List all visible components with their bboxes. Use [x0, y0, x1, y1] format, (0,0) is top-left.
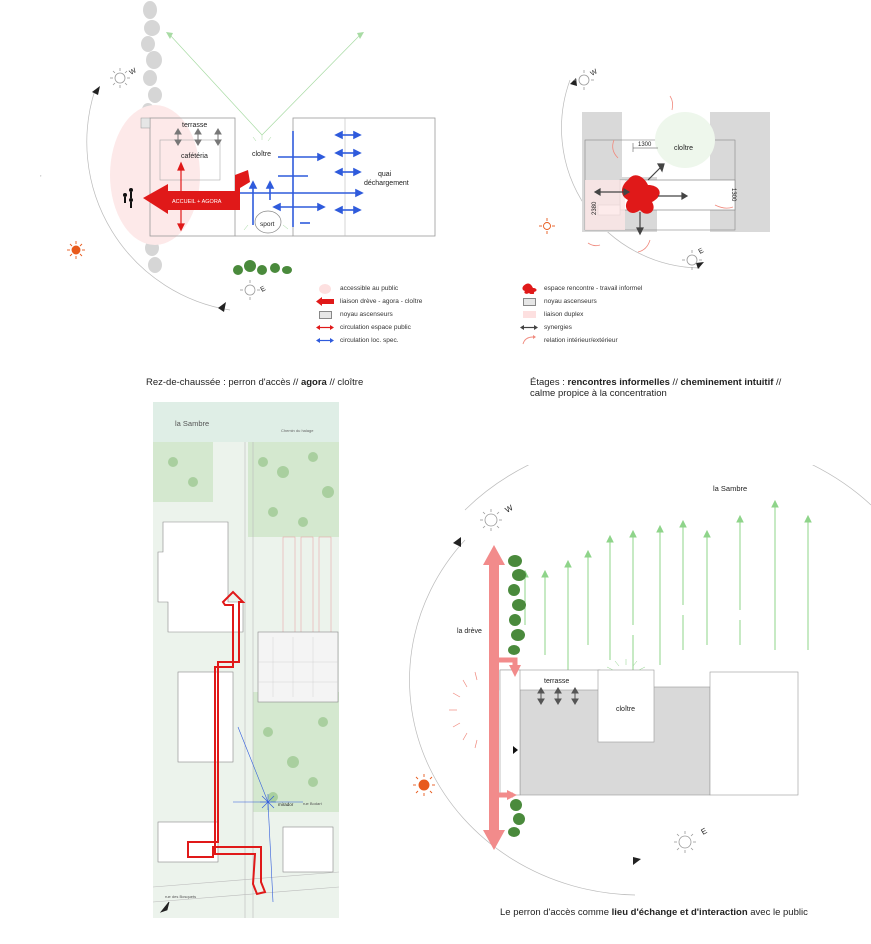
legend-item: liaison drève - agora - cloître: [316, 295, 456, 308]
legend-item: relation intérieur/extérieur: [520, 334, 690, 347]
meeting-space: [621, 175, 660, 214]
dim-1300-top: 1300: [638, 142, 652, 148]
sun-icon-w: [574, 70, 594, 90]
north-arrow-icon: [159, 901, 170, 913]
label-dechargement: déchargement: [364, 180, 409, 187]
terrace-arrows: [537, 687, 579, 705]
caption-access: Le perron d'accès comme lieu d'échange e…: [500, 907, 808, 918]
sun-icon-active: [67, 241, 85, 259]
label-accueil: ACCUEIL + AGORA: [172, 199, 222, 205]
sun-icon-w: [480, 509, 502, 531]
label-rue-bodart: rue Bodart: [303, 801, 323, 806]
mirador-icon: [260, 794, 276, 810]
legend-item: circulation espace public: [316, 321, 456, 334]
sunlight-rays: [449, 671, 478, 749]
label-quai: quai: [378, 171, 392, 178]
sun-icon-active: [539, 218, 555, 234]
upper-floor-diagram: 1300 1300 2380 cloître W E: [500, 40, 830, 280]
dreve-path: [489, 560, 499, 835]
label-rue-bosquets: rue des Bosquets: [165, 894, 196, 899]
tree-group: [233, 260, 292, 275]
label-chemin: Chemin du halage: [281, 428, 314, 433]
label-cafeteria: cafétéria: [181, 153, 208, 160]
svg-text:,: ,: [40, 172, 42, 178]
tree-column: [508, 555, 526, 837]
label-w: W: [590, 68, 600, 78]
cloister-court: [597, 669, 655, 743]
site-map: la Sambre Chemin du halage rue des Bosqu…: [152, 402, 340, 918]
legend-item: espace rencontre - travail informel: [520, 282, 690, 295]
roads: [152, 442, 340, 918]
stair-block: [140, 117, 151, 129]
building-white: [709, 671, 799, 796]
terrace-arrows: [174, 128, 222, 146]
sight-lines: [169, 34, 361, 136]
dim-1300-side: 1300: [730, 188, 736, 202]
sun-icon-e: [240, 280, 260, 300]
sun-orbit-arc: [86, 89, 231, 311]
label-mirador: mirador: [278, 802, 294, 807]
public-circulation: [177, 161, 185, 232]
cloister-garden: [655, 112, 715, 168]
building-hatch: [258, 637, 338, 697]
sun-icon-e: [682, 250, 702, 270]
liaison-arrow: [143, 170, 250, 214]
ground-floor-svg: terrasse cafétéria cloître quai décharge…: [40, 1, 436, 312]
legend-upper-floor: espace rencontre - travail informel noya…: [520, 282, 690, 347]
access-plan: la Sambre terrasse cloître: [395, 432, 871, 905]
legend-item: synergies: [520, 321, 690, 334]
sight-arrows: [521, 499, 812, 680]
sun-icon-w: [110, 68, 130, 88]
legend-item: circulation loc. spec.: [316, 334, 456, 347]
west-strip: [499, 669, 521, 796]
relation-arrows: [587, 95, 734, 253]
label-sport: sport: [260, 221, 275, 228]
loading-block: [292, 117, 436, 237]
sport-room: [254, 210, 282, 234]
orbit-arc: [409, 539, 636, 896]
sun-icon-active: [413, 774, 435, 796]
local-circulation: [240, 130, 364, 227]
river: [153, 402, 339, 442]
label-terrasse: terrasse: [544, 678, 569, 685]
label-dreve: la drève: [457, 628, 482, 635]
legend-item: accessible au public: [316, 282, 456, 295]
ground-floor-diagram: terrasse cafétéria cloître quai décharge…: [0, 0, 440, 370]
label-e: E: [260, 285, 268, 294]
orbit-arrow-bottom: [218, 302, 226, 312]
site-map-svg: la Sambre Chemin du halage rue des Bosqu…: [152, 402, 340, 918]
access-route: [187, 590, 267, 896]
label-terrasse: terrasse: [182, 122, 207, 129]
orbit-arc-top: [464, 432, 871, 511]
label-cloitre: cloître: [674, 145, 693, 152]
north-block: [582, 112, 622, 177]
cloister-rays: [606, 659, 646, 671]
label-w: W: [129, 67, 139, 77]
label-cloitre: cloître: [616, 706, 635, 713]
legend-item: liaison duplex: [520, 308, 690, 321]
synergy-arrows: [593, 163, 689, 236]
buildings: [157, 521, 339, 873]
label-w: W: [504, 503, 515, 515]
legend-ground-floor: accessible au public liaison drève - ago…: [316, 282, 456, 347]
access-plan-svg: la Sambre terrasse cloître: [409, 432, 871, 896]
legend-item: noyau ascenseurs: [520, 295, 690, 308]
caption-upper-floor: Étages : rencontres informelles // chemi…: [530, 377, 782, 399]
label-e: E: [698, 247, 706, 256]
orbit-arrow-top: [92, 86, 100, 95]
upper-floor-svg: 1300 1300 2380 cloître W E: [539, 68, 770, 270]
label-river: la Sambre: [175, 419, 209, 428]
label-river: la Sambre: [713, 484, 747, 493]
duplex-zone: [585, 180, 625, 230]
label-e: E: [700, 826, 709, 836]
caption-ground-floor: Rez-de-chaussée : perron d'accès // agor…: [146, 377, 364, 388]
label-cloitre: cloître: [252, 151, 271, 158]
core-box: [159, 139, 221, 181]
sun-icon-e: [674, 831, 696, 853]
people-icon: [123, 188, 133, 208]
east-block: [710, 112, 770, 232]
dim-2380: 2380: [592, 201, 598, 215]
legend-item: noyau ascenseurs: [316, 308, 456, 321]
tree-dots: [168, 452, 334, 802]
